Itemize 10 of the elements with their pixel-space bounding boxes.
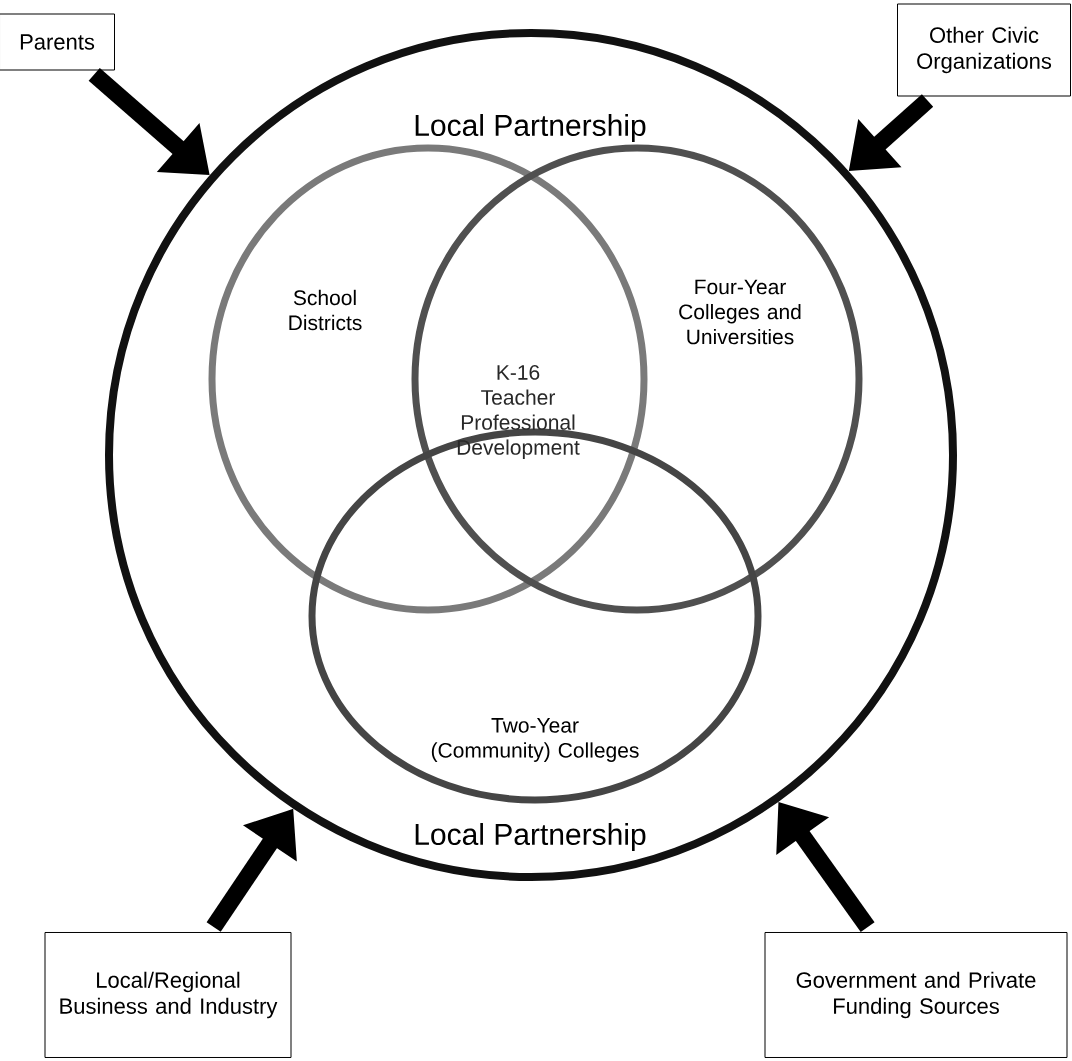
circle-label: Local Partnership xyxy=(415,823,646,851)
circle-label: School Districts xyxy=(289,289,362,331)
text-box: Government and Private Funding Sources xyxy=(764,932,1068,1058)
circle-label: Local Partnership xyxy=(415,114,646,142)
center-label: K-16 Teacher Professional Development xyxy=(457,365,580,459)
circle-label: Two-Year (Community) Colleges xyxy=(431,718,639,762)
text-box: Parents xyxy=(0,13,115,71)
circle-label: Four-Year Colleges and Universities xyxy=(679,279,801,345)
text-box: Other Civic Organizations xyxy=(897,3,1071,97)
text-box: Local/Regional Business and Industry xyxy=(44,932,292,1058)
